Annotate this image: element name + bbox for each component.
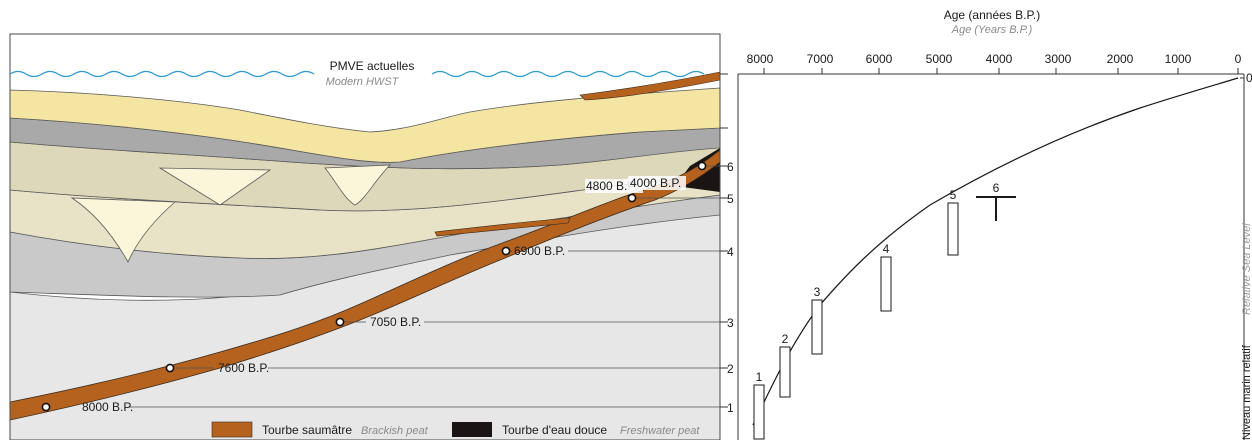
sample-id-1: 1 [727, 401, 734, 415]
error-box-3 [811, 299, 823, 355]
x-tick-1000: 1000 [1165, 52, 1192, 66]
channel-fill-left [70, 197, 177, 263]
x-tick-6000: 6000 [866, 52, 893, 66]
sample-age-6: 4000 B.P. [630, 176, 681, 190]
sea-level-plot: Age (années B.P.) Age (Years B.P.) 8000 … [737, 8, 1252, 440]
water-label-en: Modern HWST [326, 76, 400, 88]
legend-fresh-en: Freshwater peat [620, 425, 700, 437]
sample-point-3 [335, 317, 345, 327]
box-label-5: 5 [950, 188, 957, 202]
sample-age-3: 7050 B.P. [370, 315, 421, 329]
x-tick-8000: 8000 [747, 52, 774, 66]
sea-level-curve [752, 77, 1239, 426]
sample-point-6 [697, 161, 707, 171]
y-label-en: Relative Sea Level [1241, 223, 1252, 315]
x-tick-5000: 5000 [926, 52, 953, 66]
x-tick-0: 0 [1235, 52, 1242, 66]
legend-swatch-fresh [452, 422, 492, 437]
sample-age-5: 4800 B.P. [586, 179, 637, 193]
water-line [9, 70, 705, 78]
sample-id-4: 4 [727, 245, 734, 259]
sample-point-1 [41, 402, 51, 412]
sample-id-6: 6 [727, 160, 734, 174]
top-yellow-layer [10, 87, 720, 163]
error-boxes [753, 202, 959, 440]
plot-title-en: Age (Years B.P.) [951, 24, 1033, 36]
brackish-peat-top [579, 71, 720, 101]
x-ticks [763, 68, 1239, 74]
legend-fresh-fr: Tourbe d'eau douce [502, 423, 607, 437]
error-box-2 [779, 346, 791, 398]
error-marker-6 [976, 196, 1016, 221]
sample-id-3: 3 [727, 316, 734, 330]
sample-point-5 [627, 193, 637, 203]
x-tick-2000: 2000 [1107, 52, 1134, 66]
x-tick-7000: 7000 [807, 52, 834, 66]
sample-point-4 [501, 246, 511, 256]
x-tick-3000: 3000 [1045, 52, 1072, 66]
error-box-5 [947, 202, 959, 256]
sample-point-2 [165, 363, 175, 373]
y-axis-label: Niveau marin relatif Relative Sea Level [1241, 223, 1252, 440]
brackish-peat-lens [434, 217, 571, 237]
y-label-fr: Niveau marin relatif [1241, 344, 1252, 440]
x-tick-4000: 4000 [986, 52, 1013, 66]
box-label-1: 1 [756, 370, 763, 384]
legend-brackish-fr: Tourbe saumâtre [262, 423, 352, 437]
brackish-peat-band [10, 149, 720, 421]
error-box-4 [880, 256, 892, 312]
water-label: PMVE actuelles [330, 59, 415, 73]
legend-swatch-brackish [211, 421, 253, 438]
section-scale [720, 73, 728, 408]
channel-fill-top [324, 164, 392, 206]
y-tick-0: 0 [1246, 71, 1252, 85]
box-label-6: 6 [993, 181, 1000, 195]
box-label-4: 4 [883, 242, 890, 256]
sample-id-5: 5 [727, 192, 734, 206]
legend: Tourbe saumâtre Brackish peat Tourbe d'e… [211, 421, 700, 438]
plot-title-fr: Age (années B.P.) [944, 8, 1041, 22]
sample-age-2: 7600 B.P. [218, 361, 269, 375]
box-label-2: 2 [782, 332, 789, 346]
channel-fill-upper [158, 167, 272, 206]
sample-age-4: 6900 B.P. [514, 244, 565, 258]
sample-points [41, 161, 707, 412]
sample-leaders [128, 165, 720, 408]
box-label-3: 3 [814, 285, 821, 299]
sample-age-1: 8000 B.P. [82, 400, 133, 414]
cross-section: PMVE actuelles Modern HWST [9, 33, 734, 441]
error-box-1 [753, 384, 765, 440]
legend-brackish-en: Brackish peat [361, 425, 429, 437]
sample-id-2: 2 [727, 362, 734, 376]
